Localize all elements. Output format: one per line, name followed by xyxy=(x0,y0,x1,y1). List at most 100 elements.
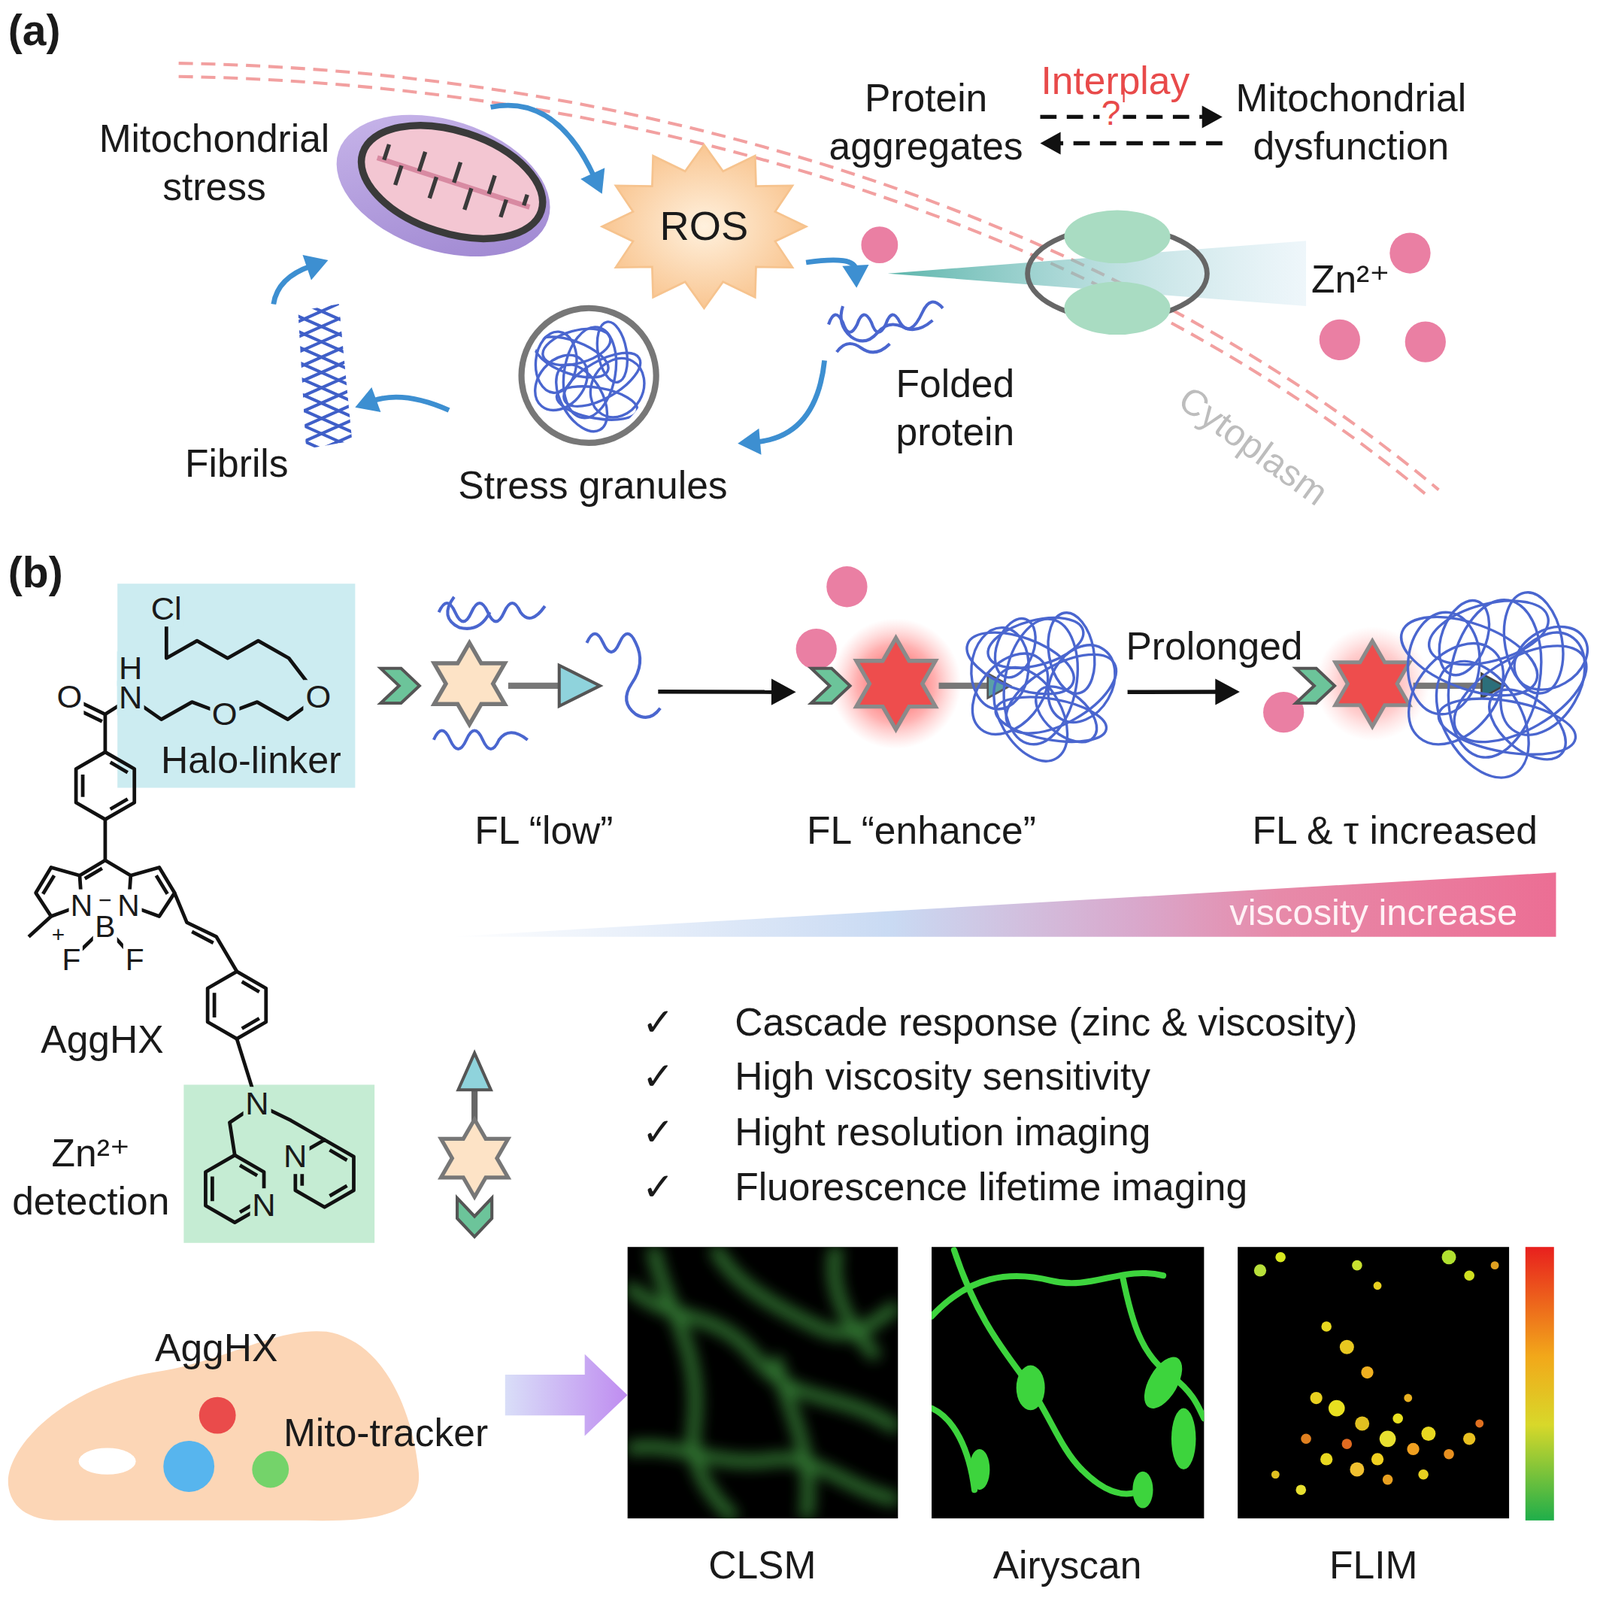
microscopy-panels xyxy=(1525,1246,1555,1521)
chemical-structure xyxy=(28,609,354,1223)
microscopy-panels xyxy=(1300,1433,1312,1445)
arrowhead xyxy=(771,678,797,706)
arrowhead xyxy=(580,167,605,194)
microscopy-panels xyxy=(1475,1419,1484,1428)
microscopy-panels xyxy=(714,1246,898,1334)
microscopy-panels xyxy=(1490,1260,1500,1270)
node-text: Zn²⁺ detection xyxy=(3,1128,179,1226)
probe-state-aggregated xyxy=(1430,593,1499,682)
label-text: High viscosity sensitivity xyxy=(734,1051,1151,1100)
diagram-node: Fibrils xyxy=(181,303,356,492)
probe-state-enhance xyxy=(811,668,851,704)
connector xyxy=(505,1354,628,1437)
mitochondrion-illustration xyxy=(318,89,568,282)
diagram-node: CLSM xyxy=(627,1246,899,1519)
microscopy-panels xyxy=(1463,1432,1476,1445)
chemical-structure xyxy=(42,875,55,894)
probe-state-low xyxy=(433,596,661,749)
diagram-node: Folded protein xyxy=(824,287,1055,461)
diagram-node: Zn²⁺ detectionNNN xyxy=(183,1084,375,1243)
microscopy-panels xyxy=(1321,1321,1332,1332)
diagram-node: Protein aggregates xyxy=(816,69,1041,175)
zinc-channel xyxy=(887,210,1307,336)
label-text: F xyxy=(60,942,83,976)
microscopy-panels xyxy=(627,1246,899,1519)
connector xyxy=(657,678,796,706)
node-text: Stress granules xyxy=(457,460,728,510)
cell-illustration xyxy=(163,1440,215,1492)
mitochondrion-illustration xyxy=(346,104,557,260)
diagram-node: AggHXMito-tracker xyxy=(5,1311,506,1526)
microscopy-panels xyxy=(969,1448,990,1490)
chemical-structure xyxy=(84,868,103,879)
diagram-node: FL & τ increased xyxy=(1239,571,1594,860)
microscopy-panels xyxy=(931,1249,1204,1494)
zinc-channel xyxy=(1063,210,1170,264)
microscopy-panels xyxy=(1418,1469,1429,1480)
viscosity-wedge xyxy=(448,872,1556,937)
microscopy-panels xyxy=(1320,1452,1333,1465)
microscopy-panels xyxy=(1360,1366,1373,1379)
microscopy-panels xyxy=(1354,1415,1370,1431)
label-text: Zn²⁺ xyxy=(1311,254,1391,304)
stress-granule xyxy=(533,330,579,395)
diagram-node: Mitochondrial stress xyxy=(86,107,552,261)
probe-state-enhance xyxy=(856,637,936,730)
microscopy-panels xyxy=(1237,1246,1510,1519)
microscopy-panels xyxy=(653,1246,736,1519)
microscopy-panels xyxy=(1406,1442,1419,1455)
microscopy-panels xyxy=(1275,1251,1286,1263)
zinc-ion xyxy=(860,226,898,264)
arrowhead xyxy=(1215,678,1240,705)
label-text: AggHX xyxy=(40,1015,164,1064)
arrowhead xyxy=(737,428,761,455)
microscopy-panels xyxy=(1342,1438,1353,1449)
chemical-structure xyxy=(82,762,128,810)
edge-label: Prolonged xyxy=(1124,625,1305,667)
arrowhead xyxy=(1040,132,1061,155)
node-text: Mitochondrial stress xyxy=(86,114,342,212)
node-text: N xyxy=(250,1188,279,1224)
probe-state-low xyxy=(447,596,490,629)
microscopy-panels xyxy=(931,1246,1204,1519)
chemical-structure xyxy=(207,971,267,1040)
label-text: − xyxy=(96,887,114,912)
probe-state-aggregated xyxy=(1436,592,1553,765)
microscopy-panels xyxy=(1382,1474,1394,1485)
mitochondrion-illustration xyxy=(377,139,531,228)
probe-icon xyxy=(457,1197,492,1237)
label-text: Cascade response (zinc & viscosity) xyxy=(734,997,1358,1046)
microscopy-panels xyxy=(627,1246,899,1519)
cell-illustration xyxy=(199,1396,237,1434)
microscopy-panels xyxy=(1295,1484,1307,1495)
arrowhead xyxy=(354,387,381,413)
node-text: Halo-linker xyxy=(160,736,342,785)
probe-state-low xyxy=(439,603,546,622)
node-text: CLSM xyxy=(708,1540,816,1589)
microscopy-panels xyxy=(969,1350,1196,1508)
probe-state-low xyxy=(380,596,661,749)
label-text: ✓ xyxy=(642,1107,675,1156)
probe-state-low xyxy=(508,682,562,689)
node-text: FL & τ increased xyxy=(1251,806,1538,855)
ros-burst xyxy=(602,145,807,309)
chemical-structure xyxy=(28,916,52,937)
node-text: Airyscan xyxy=(993,1540,1143,1589)
connector xyxy=(273,254,329,304)
microscopy-panels xyxy=(1254,1249,1500,1495)
label-text: F xyxy=(123,942,146,976)
label-text: B xyxy=(93,910,119,943)
microscopy-panels xyxy=(1136,1350,1191,1415)
microscopy-panels xyxy=(1309,1391,1322,1404)
stress-granule xyxy=(521,308,657,443)
node-text: N xyxy=(116,680,145,716)
microscopy-panels xyxy=(931,1408,975,1491)
diagram-node: FLIM xyxy=(1237,1246,1510,1519)
chemical-structure xyxy=(156,875,168,894)
diagram-node: FL “enhance” xyxy=(796,566,1128,859)
probe-state-enhance xyxy=(1025,675,1107,754)
fibril-mesh xyxy=(275,275,368,485)
folded-protein xyxy=(841,306,934,341)
arrowhead xyxy=(1202,106,1223,129)
